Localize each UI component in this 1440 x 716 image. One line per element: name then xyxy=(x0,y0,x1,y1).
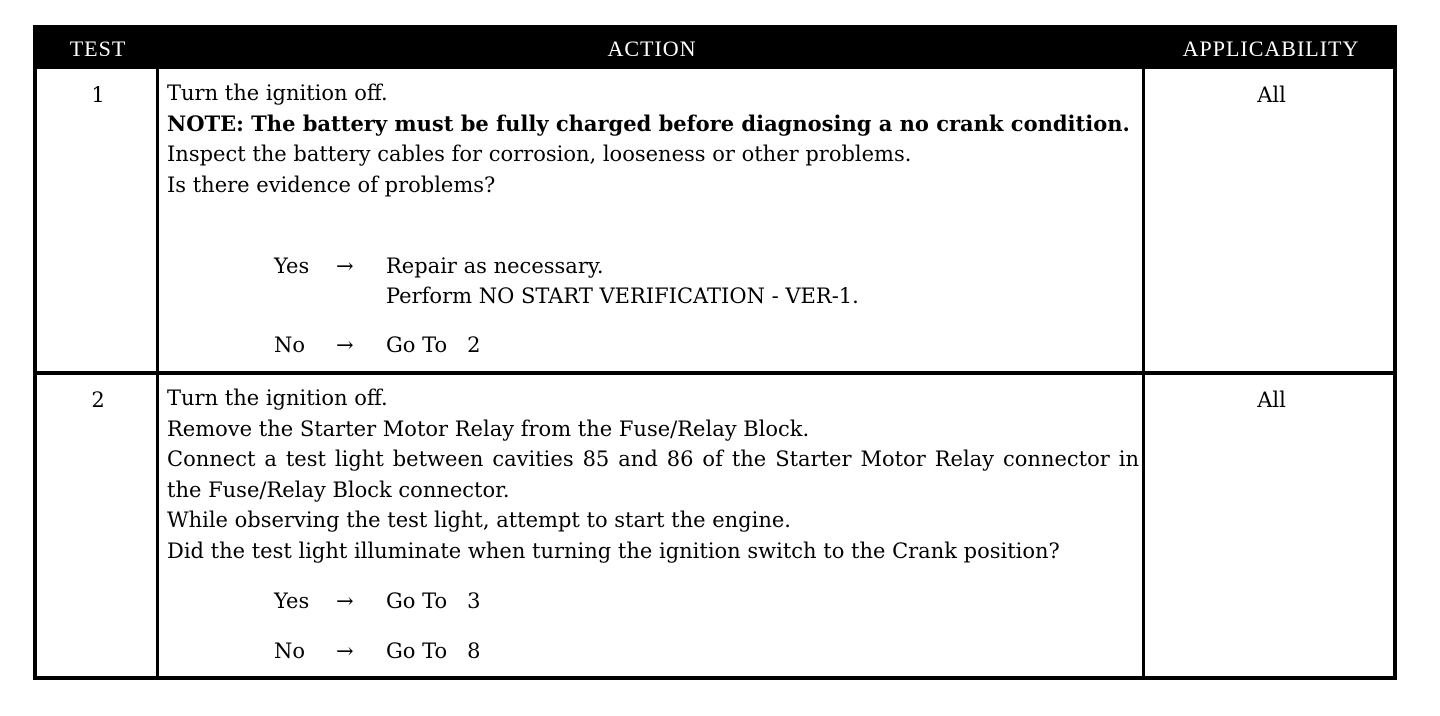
arrow-icon: → xyxy=(336,254,354,278)
row-divider xyxy=(37,371,1393,375)
action-line: Turn the ignition off. xyxy=(167,81,388,105)
diagnostic-table: TEST ACTION APPLICABILITY 1 All Turn the… xyxy=(33,25,1397,680)
yes-result: Repair as necessary. Perform NO START VE… xyxy=(386,251,859,311)
yes-result: Go To 3 xyxy=(386,589,481,613)
action-line: Did the test light illuminate when turni… xyxy=(167,538,1060,563)
no-result: Go To 8 xyxy=(386,639,481,663)
table-header: TEST ACTION APPLICABILITY xyxy=(37,29,1393,69)
result-line: Perform NO START VERIFICATION - VER-1. xyxy=(386,284,859,308)
arrow-icon: → xyxy=(336,589,354,613)
result-line: Repair as necessary. xyxy=(386,254,604,278)
test-number: 2 xyxy=(91,388,105,412)
no-result: Go To 2 xyxy=(386,333,481,357)
action-text: Turn the ignition off. Remove the Starte… xyxy=(167,383,1139,566)
header-test: TEST xyxy=(69,36,127,61)
header-applicability: APPLICABILITY xyxy=(1182,36,1360,61)
header-action: ACTION xyxy=(607,36,697,61)
test-number: 1 xyxy=(91,83,105,107)
action-line: Turn the ignition off. xyxy=(167,386,388,410)
action-line: Inspect the battery cables for corrosion… xyxy=(167,142,912,166)
action-text: Turn the ignition off. NOTE: The battery… xyxy=(167,78,1139,200)
action-line: Is there evidence of problems? xyxy=(167,172,496,197)
arrow-icon: → xyxy=(336,639,354,663)
no-label: No xyxy=(274,639,306,663)
action-line: Connect a test light between cavities 85… xyxy=(167,447,1139,502)
applicability-value: All xyxy=(1257,388,1286,412)
arrow-icon: → xyxy=(336,333,354,357)
action-line: While observing the test light, attempt … xyxy=(167,508,791,532)
yes-label: Yes xyxy=(274,589,310,613)
note-text: NOTE: The battery must be fully charged … xyxy=(167,110,1130,136)
action-line: Remove the Starter Motor Relay from the … xyxy=(167,416,810,441)
no-label: No xyxy=(274,333,306,357)
yes-label: Yes xyxy=(274,254,310,278)
applicability-value: All xyxy=(1257,83,1286,107)
